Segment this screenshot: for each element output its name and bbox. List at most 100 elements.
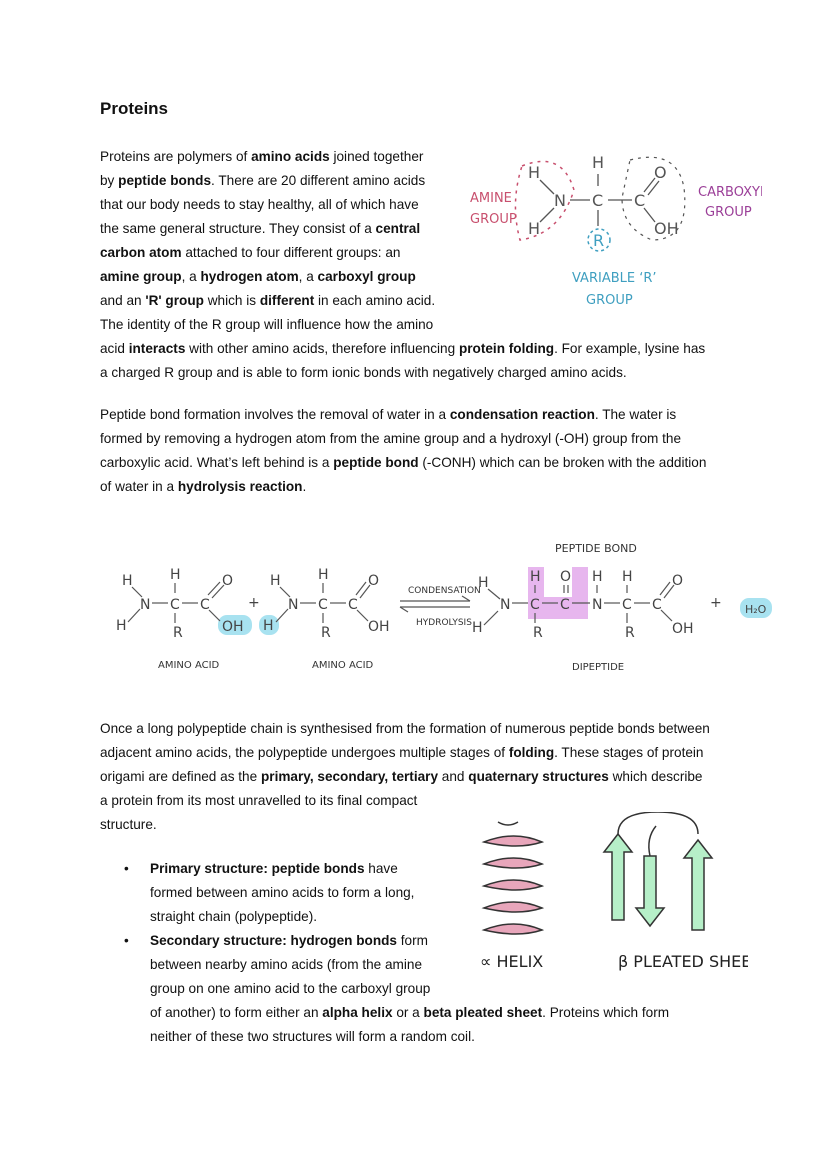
svg-text:C: C (652, 597, 662, 613)
water-label: H₂O (745, 603, 767, 616)
intro-line: that our body needs to stay healthy, all… (100, 197, 419, 212)
svg-text:N: N (500, 597, 510, 613)
svg-text:O: O (368, 573, 379, 589)
bullet-line: group on one amino acid to the carboxyl … (150, 981, 431, 996)
amino-acid-structure-diagram: AMINE GROUP CARBOXYL GROUP VARIABLE ‘R’ … (470, 153, 762, 308)
bold-term: Primary structure: peptide bonds (150, 861, 365, 876)
bullet-line: Primary structure: peptide bonds have (150, 861, 398, 876)
svg-text:C: C (530, 597, 540, 613)
amine-label-line1: AMINE (470, 191, 512, 206)
svg-text:R: R (593, 231, 604, 250)
svg-text:O: O (222, 573, 233, 589)
structure-bullet-list: • Primary structure: peptide bonds have fo… (100, 857, 720, 1049)
intro-line: a charged R group and is able to form io… (100, 365, 627, 380)
svg-text:C: C (592, 191, 603, 210)
water-highlight (740, 598, 772, 618)
bullet-line: formed between amino acids to form a lon… (150, 885, 415, 900)
bold-term: amino acids (251, 149, 330, 164)
folding-line: origami are defined as the primary, seco… (100, 769, 703, 784)
bold-term: protein folding (458, 341, 555, 356)
reaction-bonds (127, 581, 675, 626)
bold-term: 'R' group (145, 293, 204, 308)
svg-text:H: H (592, 569, 603, 585)
amino-acid-molecule: H H N C H C O OH R (528, 153, 679, 250)
carboxyl-label-line1: CARBOXYL (698, 185, 762, 200)
bold-term: hydrogen atom (200, 269, 299, 284)
intro-line: the same general structure. They consist… (100, 221, 421, 236)
svg-text:H: H (318, 567, 329, 583)
bold-term: carboxyl group (317, 269, 416, 284)
svg-text:H: H (530, 569, 541, 585)
bold-term: interacts (128, 341, 186, 356)
svg-text:+: + (248, 595, 260, 611)
page-title: Proteins (100, 99, 169, 118)
peptide-bond-highlight (528, 567, 588, 619)
svg-text:R: R (321, 625, 331, 641)
beta-sheet-label: β PLEATED SHEET (618, 952, 748, 971)
bold-term: condensation reaction (449, 407, 595, 422)
hydrolysis-label: HYDROLYSIS (416, 618, 472, 628)
svg-text:H: H (263, 618, 274, 634)
bullet-dot: • (124, 861, 129, 876)
bold-term: amine group (100, 269, 182, 284)
bold-term: folding (508, 745, 555, 760)
svg-text:OH: OH (368, 619, 390, 635)
amino-acid-label-1: AMINO ACID (158, 660, 220, 671)
bold-term: quaternary structures (468, 769, 609, 784)
svg-text:H: H (116, 618, 127, 634)
condensation-label: CONDENSATION (408, 586, 481, 596)
structure-bullet-item: • Secondary structure: hydrogen bonds for… (100, 929, 720, 1049)
svg-text:O: O (654, 163, 667, 182)
carboxyl-group-label: CARBOXYL GROUP (698, 185, 762, 220)
bullet-line: between nearby amino acids (from the ami… (150, 957, 423, 972)
svg-text:H: H (472, 620, 483, 636)
intro-line: Proteins are polymers of amino acids joi… (100, 149, 424, 164)
intro-line: amine group, a hydrogen atom, a carboxyl… (100, 269, 416, 284)
beta-sheet-drawing (602, 812, 714, 931)
condensation-line: of water in a hydrolysis reaction. (100, 479, 307, 494)
svg-text:OH: OH (672, 621, 694, 637)
oh-highlight (218, 615, 252, 635)
bullet-line: Secondary structure: hydrogen bonds form (150, 933, 428, 948)
svg-text:H: H (528, 219, 540, 238)
svg-text:H: H (478, 575, 489, 591)
r-dashed-outline (587, 228, 611, 252)
bold-term: different (259, 293, 315, 308)
condensation-line: carboxylic acid. What’s left behind is a… (100, 455, 707, 470)
svg-text:OH: OH (222, 619, 244, 635)
condensation-line: Peptide bond formation involves the remo… (100, 407, 677, 422)
bullet-line: straight chain (polypeptide). (150, 909, 317, 924)
svg-text:O: O (672, 573, 683, 589)
svg-text:N: N (592, 597, 602, 613)
svg-text:C: C (200, 597, 210, 613)
svg-text:C: C (634, 191, 645, 210)
svg-text:C: C (318, 597, 328, 613)
svg-text:C: C (560, 597, 570, 613)
svg-text:+: + (710, 595, 722, 611)
alpha-helix-label: ∝ HELIX (480, 952, 543, 971)
svg-text:N: N (140, 597, 150, 613)
condensation-paragraph: Peptide bond formation involves the remo… (100, 403, 706, 499)
bold-term: peptide bond (333, 455, 419, 470)
svg-text:R: R (173, 625, 183, 641)
bold-term: alpha helix (322, 1005, 393, 1020)
svg-text:O: O (560, 569, 571, 585)
peptide-bond-label: PEPTIDE BOND (555, 542, 637, 555)
intro-line: carbon atom attached to four different g… (100, 245, 401, 260)
variable-group-label: VARIABLE ‘R’ GROUP (572, 271, 657, 308)
structure-bullet-item: • Primary structure: peptide bonds have fo… (100, 857, 720, 929)
intro-line: The identity of the R group will influen… (100, 317, 434, 332)
svg-text:H: H (528, 163, 540, 182)
folding-line: Once a long polypeptide chain is synthes… (100, 721, 710, 736)
svg-text:H: H (122, 573, 133, 589)
bold-term: Secondary structure: hydrogen bonds (150, 933, 397, 948)
h-highlight (259, 615, 279, 635)
intro-text: Proteins are polymers of amino acids joi… (100, 145, 705, 385)
svg-text:H: H (592, 153, 604, 172)
folding-line: adjacent amino acids, the polypeptide un… (100, 745, 704, 760)
svg-text:C: C (622, 597, 632, 613)
bold-term: primary, secondary, tertiary (260, 769, 439, 784)
secondary-structures-diagram: ∝ HELIX β PLEATED SHEET (480, 812, 748, 971)
bullet-dot: • (124, 933, 129, 948)
